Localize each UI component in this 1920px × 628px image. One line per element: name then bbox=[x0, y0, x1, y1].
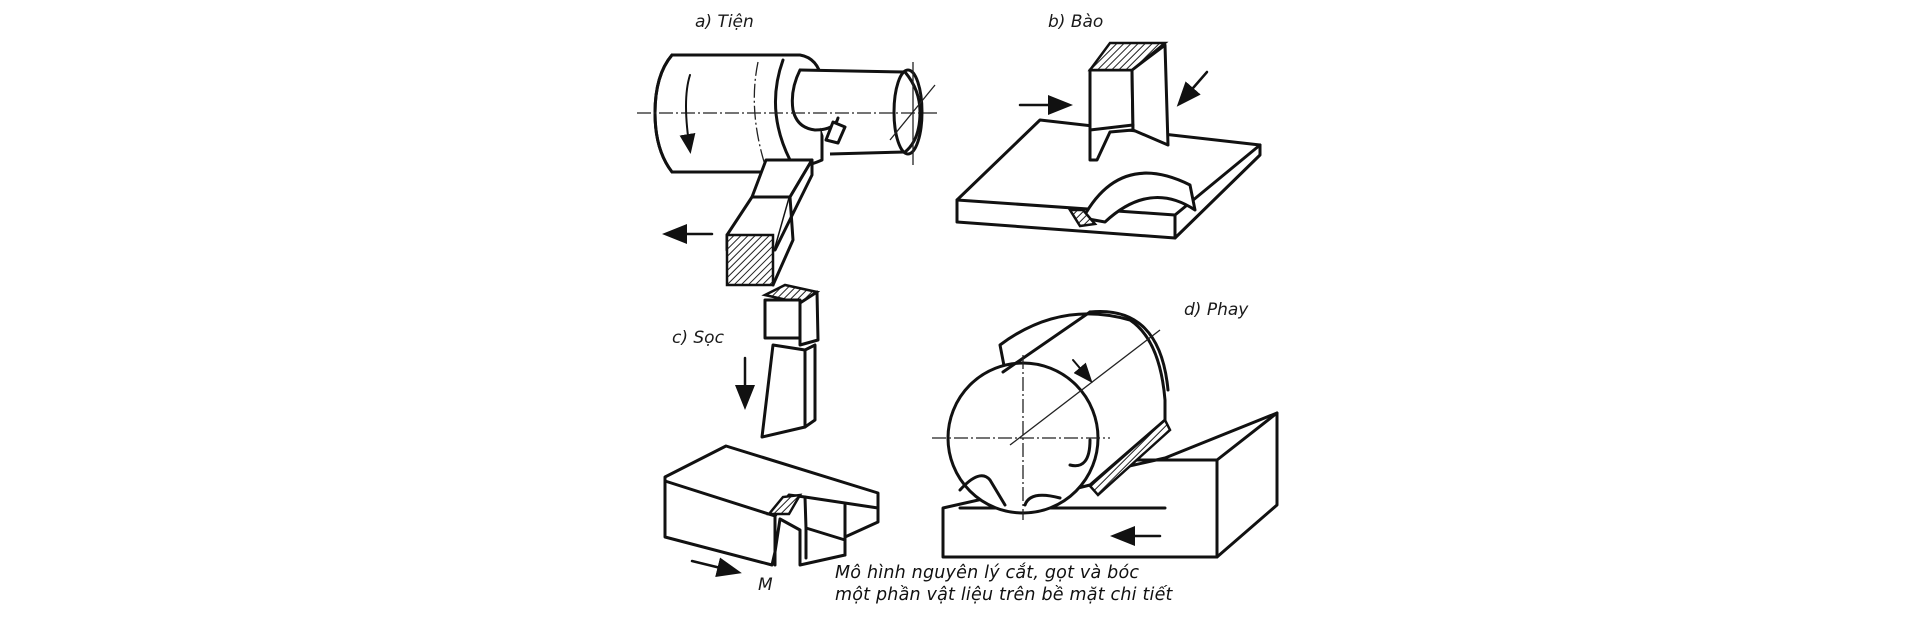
caption-line-1: Mô hình nguyên lý cắt, gọt và bóc bbox=[835, 563, 1140, 583]
turning-figure bbox=[637, 53, 940, 287]
panel-d-label: d) Phay bbox=[1184, 300, 1249, 320]
motion-label-m: M bbox=[758, 575, 773, 595]
panel-c-label: c) Sọc bbox=[672, 328, 724, 348]
planing-figure bbox=[955, 41, 1262, 240]
slotting-figure bbox=[663, 283, 880, 577]
panel-a-label: a) Tiện bbox=[695, 12, 754, 32]
panel-b-label: b) Bào bbox=[1048, 12, 1104, 32]
caption-line-2: một phần vật liệu trên bề mặt chi tiết bbox=[835, 585, 1173, 605]
figure-caption: Mô hình nguyên lý cắt, gọt và bóc một ph… bbox=[835, 562, 1173, 606]
milling-figure bbox=[932, 309, 1279, 559]
